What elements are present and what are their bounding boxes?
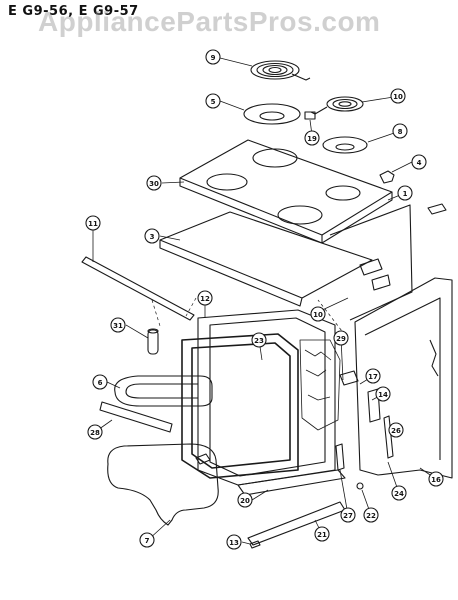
receptacle <box>304 111 316 120</box>
callout-10-top: 10 <box>390 88 406 104</box>
callout-27: 27 <box>340 507 356 523</box>
insulation <box>299 339 341 431</box>
drip-bowl-large <box>243 103 301 125</box>
callout-17: 17 <box>365 368 381 384</box>
kick-plate <box>247 501 346 546</box>
oven-door-frame <box>181 333 299 479</box>
callout-22: 22 <box>363 507 379 523</box>
callout-20: 20 <box>237 492 253 508</box>
callout-30: 30 <box>146 175 162 191</box>
callout-21: 21 <box>314 526 330 542</box>
part-31 <box>147 328 159 355</box>
callout-31: 31 <box>110 317 126 333</box>
callout-26: 26 <box>388 422 404 438</box>
svg-text:27: 27 <box>343 512 353 520</box>
trim-strip <box>81 256 195 321</box>
svg-text:16: 16 <box>431 476 441 484</box>
callout-19: 19 <box>304 130 320 146</box>
watermark: AppliancePartsPros.com <box>38 6 381 37</box>
svg-text:10: 10 <box>313 311 323 319</box>
top-panel <box>159 211 373 307</box>
svg-text:29: 29 <box>336 335 346 343</box>
small-part-4 <box>379 170 395 184</box>
callout-13: 13 <box>226 534 242 550</box>
svg-text:24: 24 <box>394 490 404 498</box>
callout-29: 29 <box>333 330 349 346</box>
callout-10-mid: 10 <box>310 306 326 322</box>
cabinet-top-rear <box>329 204 413 321</box>
svg-text:4: 4 <box>417 159 422 167</box>
callout-28: 28 <box>87 424 103 440</box>
cooktop <box>179 139 393 244</box>
svg-text:23: 23 <box>254 337 264 345</box>
hinge-parts <box>335 370 394 490</box>
svg-text:31: 31 <box>113 322 123 330</box>
svg-text:9: 9 <box>211 54 216 62</box>
callout-6: 6 <box>92 374 108 390</box>
svg-text:12: 12 <box>200 295 210 303</box>
svg-text:11: 11 <box>88 220 98 228</box>
callout-23: 23 <box>251 332 267 348</box>
callout-12: 12 <box>197 290 213 306</box>
bake-element <box>107 443 219 526</box>
callout-3: 3 <box>144 228 160 244</box>
callout-4: 4 <box>411 154 427 170</box>
svg-text:30: 30 <box>149 180 159 188</box>
model-title: E G9-56, E G9-57 <box>8 4 139 19</box>
callout-7: 7 <box>139 532 155 548</box>
broil-element <box>114 375 213 407</box>
svg-text:28: 28 <box>90 429 100 437</box>
surface-element-small <box>310 96 364 115</box>
svg-text:14: 14 <box>378 391 388 399</box>
svg-text:17: 17 <box>368 373 378 381</box>
svg-text:6: 6 <box>98 379 103 387</box>
svg-text:8: 8 <box>398 128 403 136</box>
callout-8: 8 <box>392 123 408 139</box>
svg-text:21: 21 <box>317 531 327 539</box>
callout-14: 14 <box>375 386 391 402</box>
oven-liner <box>197 309 336 486</box>
callout-1: 1 <box>397 185 413 201</box>
callout-11: 11 <box>85 215 101 231</box>
svg-text:26: 26 <box>391 427 401 435</box>
svg-text:22: 22 <box>366 512 376 520</box>
callout-5: 5 <box>205 93 221 109</box>
surface-element-large <box>250 60 311 81</box>
callout-9: 9 <box>205 49 221 65</box>
svg-text:10: 10 <box>393 93 403 101</box>
drip-bowl-small <box>322 136 368 154</box>
svg-text:20: 20 <box>240 497 250 505</box>
bottom-panel <box>237 469 346 496</box>
svg-text:13: 13 <box>229 539 239 547</box>
callout-16: 16 <box>428 471 444 487</box>
svg-text:7: 7 <box>145 537 150 545</box>
svg-text:1: 1 <box>403 190 408 198</box>
svg-text:3: 3 <box>150 233 155 241</box>
bottom-trim <box>99 401 173 433</box>
svg-text:19: 19 <box>307 135 317 143</box>
svg-text:5: 5 <box>211 98 216 106</box>
callout-24: 24 <box>391 485 407 501</box>
